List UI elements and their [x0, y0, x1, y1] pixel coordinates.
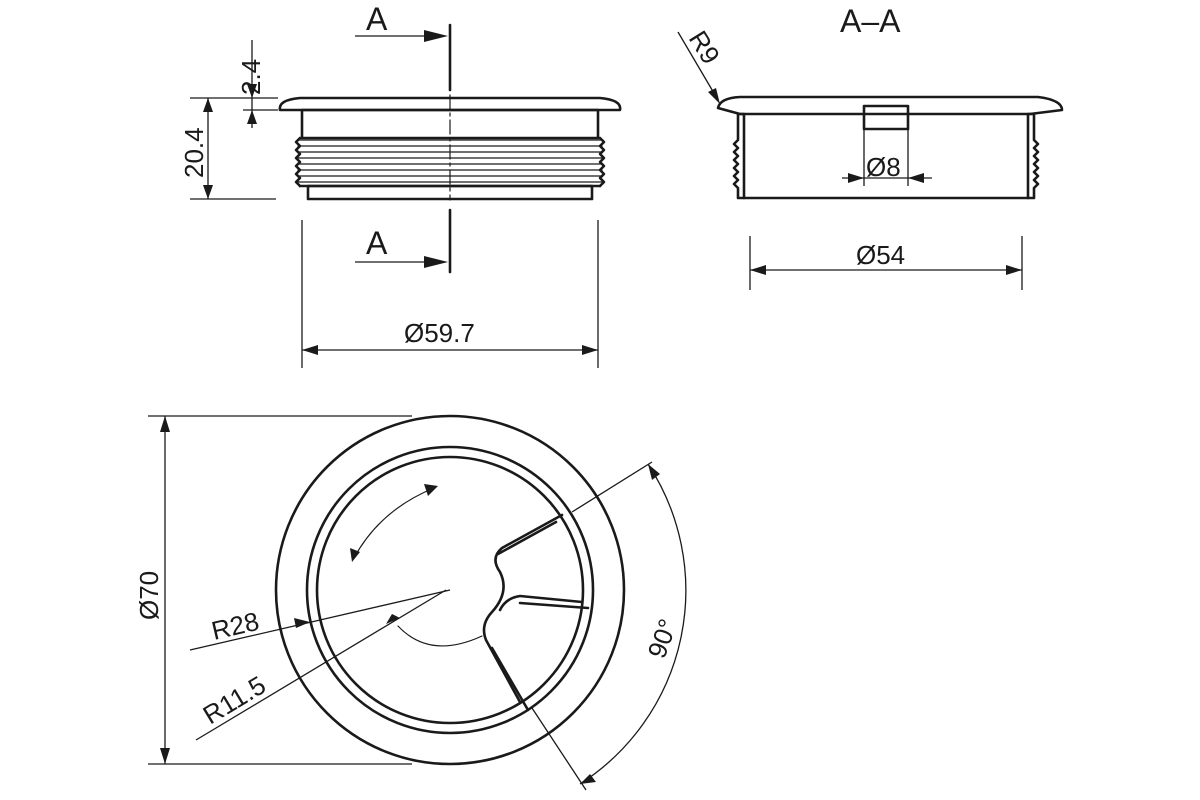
section-view: A–A R9 Ø8 Ø54	[677, 3, 1064, 290]
dim-inner-radius: R11.5	[198, 670, 271, 730]
dim-outer-radius: R28	[209, 606, 262, 646]
top-flap-cut-5	[490, 646, 530, 712]
top-flap-cut-1	[482, 513, 564, 704]
dim-rim-thickness: 2.4	[236, 59, 266, 95]
section-wall-right	[1026, 112, 1040, 200]
rotation-arrow	[353, 487, 435, 559]
top-flap-cut-3	[498, 594, 584, 612]
rotation-arrow-head-2	[350, 548, 360, 562]
dim-height: 20.4	[179, 127, 209, 178]
section-title: A–A	[840, 3, 901, 39]
side-cap-outline	[278, 96, 622, 112]
rotation-arrow-head-1	[424, 484, 438, 496]
section-mark-bottom: A	[366, 225, 388, 261]
inner-radius-arc	[397, 625, 483, 647]
dim-hole: Ø8	[866, 152, 901, 182]
top-flap-cut-2	[496, 520, 558, 556]
side-view: A A 2.4 20.4 Ø59.7	[179, 1, 622, 368]
dim-diameter: Ø70	[134, 571, 164, 620]
dim-inner-diameter: Ø54	[856, 240, 905, 270]
top-rim-inner-circle	[305, 445, 595, 735]
section-mark-top: A	[366, 1, 388, 37]
dim-radius: R9	[683, 25, 726, 69]
section-cap-hole	[862, 104, 910, 131]
top-outer-circle	[274, 414, 626, 766]
angle-dim-arc	[579, 463, 687, 785]
dim-outer-diameter: Ø59.7	[404, 318, 475, 348]
section-wall-left	[732, 112, 746, 200]
top-view: R28 R11.5 Ø70 90°	[134, 414, 687, 791]
top-opening-circle	[315, 455, 585, 725]
section-arrow-top	[424, 30, 448, 42]
section-cap	[716, 95, 1064, 116]
section-arrow-bottom	[424, 256, 448, 268]
top-flap-cut-4	[518, 601, 590, 610]
